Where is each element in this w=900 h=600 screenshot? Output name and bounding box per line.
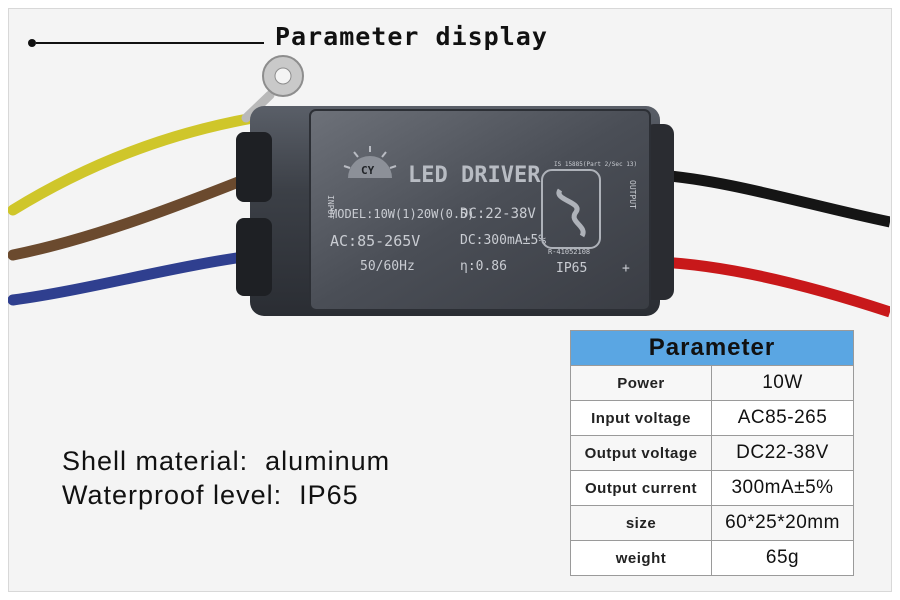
param-value-power: 10W xyxy=(711,365,854,401)
driver-dc-current: DC:300mA±5% xyxy=(460,233,546,248)
parameter-table: Parameter Power 10W Input voltage AC85-2… xyxy=(570,330,854,576)
blue-wire xyxy=(8,249,264,306)
param-name-output-current: Output current xyxy=(570,470,712,506)
output-plus-sign: + xyxy=(622,261,630,276)
driver-photo: CY LED DRIVER MODEL:10W(1)20W(0.5) AC:85… xyxy=(8,55,890,318)
ring-terminal xyxy=(241,55,304,123)
red-wire xyxy=(657,256,890,318)
param-value-output-voltage: DC22-38V xyxy=(711,435,854,471)
param-value-weight: 65g xyxy=(711,540,854,576)
brand-text: CY xyxy=(361,164,375,177)
param-name-input-voltage: Input voltage xyxy=(570,400,712,436)
pointer-dot xyxy=(28,39,36,47)
driver-cert-number: R-41052108 xyxy=(548,248,590,256)
table-row: Input voltage AC85-265 xyxy=(570,400,854,436)
param-value-size: 60*25*20mm xyxy=(711,505,854,541)
heading: Parameter display xyxy=(275,22,548,51)
parameter-table-header: Parameter xyxy=(570,330,854,366)
driver-label: CY LED DRIVER MODEL:10W(1)20W(0.5) AC:85… xyxy=(326,146,637,276)
param-name-output-voltage: Output voltage xyxy=(570,435,712,471)
black-wire xyxy=(657,169,890,228)
driver-rating: IP65 xyxy=(556,261,587,276)
output-side-text: OUTPUT xyxy=(628,180,637,209)
table-row: size 60*25*20mm xyxy=(570,505,854,541)
brown-wire xyxy=(8,169,262,261)
driver-power-factor: η:0.86 xyxy=(460,259,507,274)
driver-frequency: 50/60Hz xyxy=(360,259,415,274)
input-side-text: INPUT xyxy=(326,195,335,219)
cert-logo-icon xyxy=(541,169,601,249)
param-name-weight: weight xyxy=(570,540,712,576)
driver-title: LED DRIVER xyxy=(408,163,541,188)
driver-dc-output: DC:22-38V xyxy=(460,206,536,222)
driver-ac-input: AC:85-265V xyxy=(330,232,420,250)
parameter-table-title: Parameter xyxy=(570,330,854,366)
table-row: Output voltage DC22-38V xyxy=(570,435,854,471)
driver-model: MODEL:10W(1)20W(0.5) xyxy=(330,207,475,221)
param-value-input-voltage: AC85-265 xyxy=(711,400,854,436)
sun-logo-icon xyxy=(343,146,397,178)
shell-material-text: Shell material: aluminum xyxy=(62,446,391,476)
driver-housing xyxy=(236,106,674,316)
table-row: Output current 300mA±5% xyxy=(570,470,854,506)
yellow-wire xyxy=(8,112,259,216)
param-value-output-current: 300mA±5% xyxy=(711,470,854,506)
table-row: Power 10W xyxy=(570,365,854,401)
param-name-size: size xyxy=(570,505,712,541)
waterproof-level-text: Waterproof level: IP65 xyxy=(62,480,359,510)
pointer-line xyxy=(36,42,264,44)
driver-standard: IS 15885(Part 2/Sec 13) xyxy=(554,161,637,168)
table-row: weight 65g xyxy=(570,540,854,576)
param-name-power: Power xyxy=(570,365,712,401)
